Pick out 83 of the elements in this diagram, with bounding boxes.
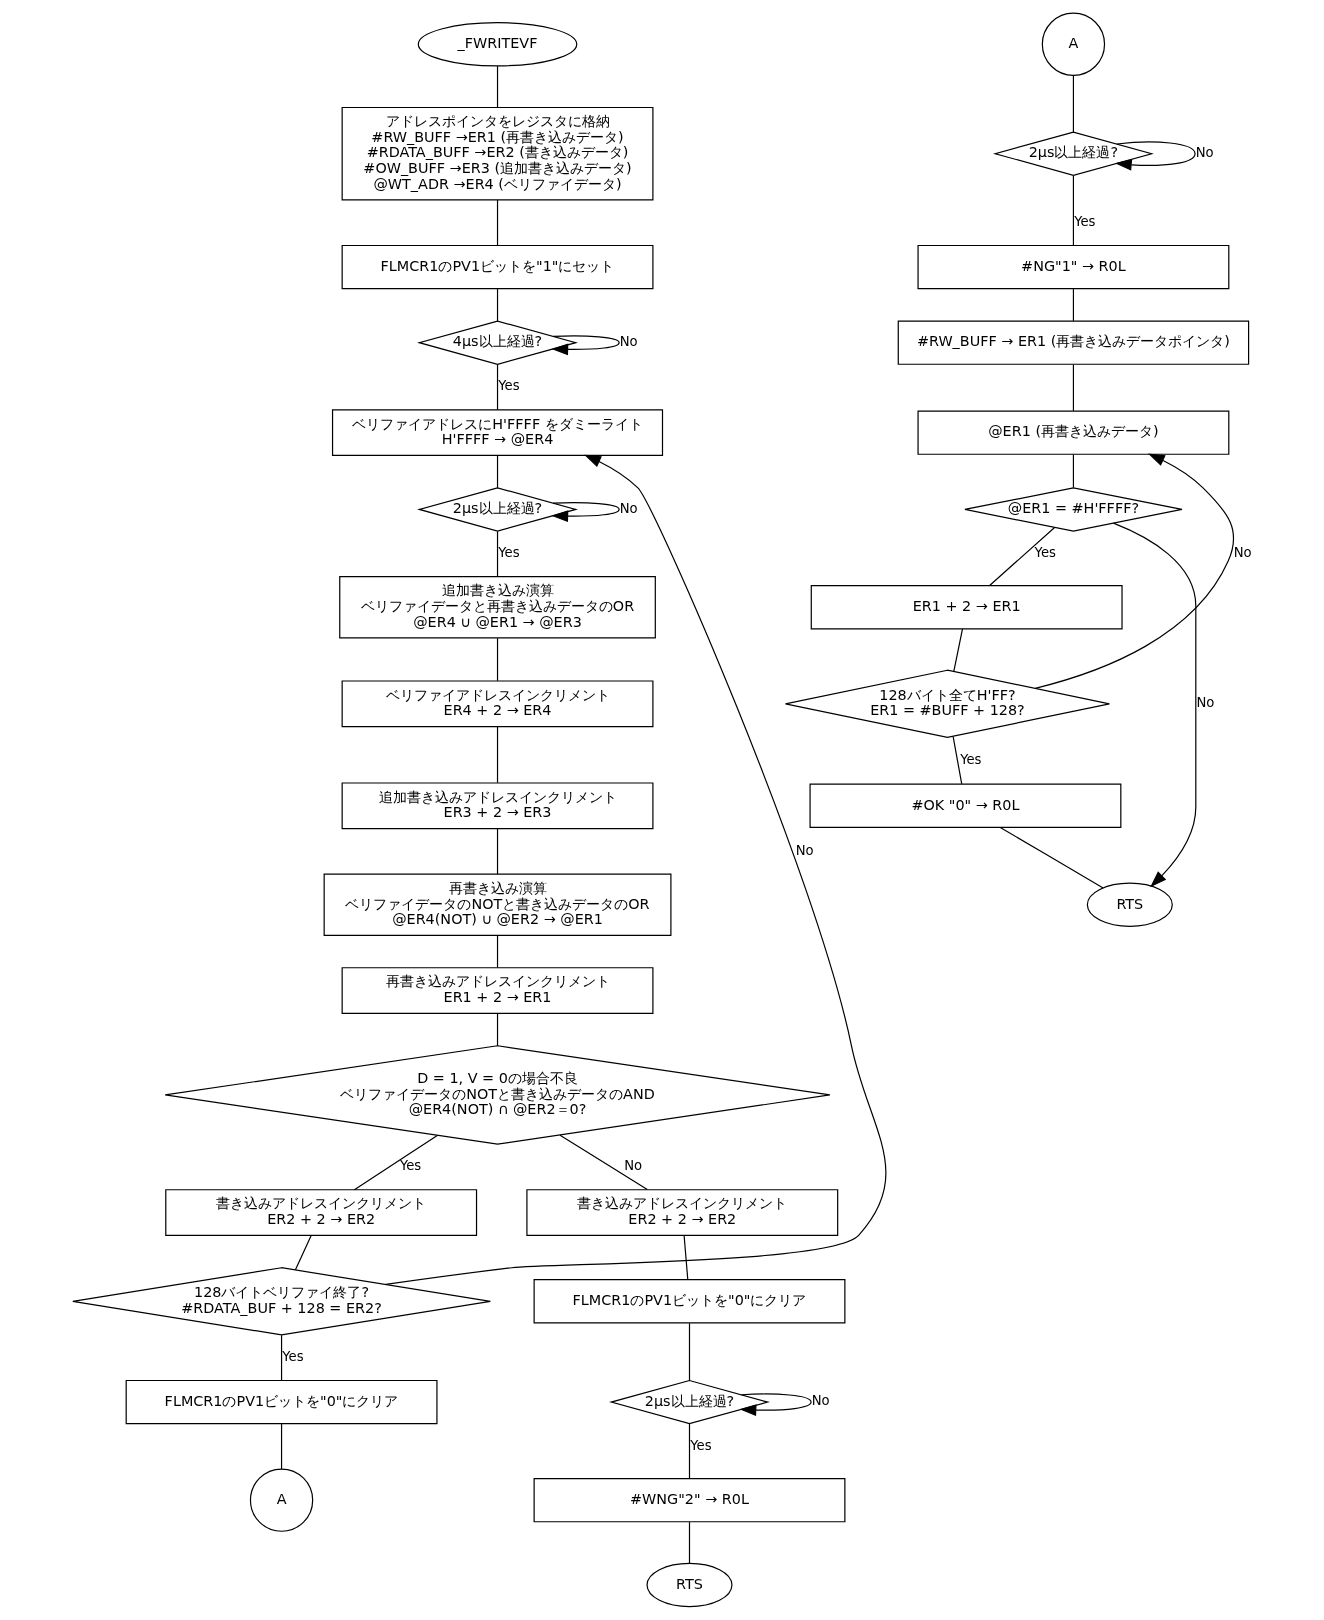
node-diamond: 4μs以上経過? [416,320,578,365]
edge-label: Yes [1034,545,1056,561]
node-box: 書き込みアドレスインクリメント ER2 + 2 → ER2 [525,1189,838,1236]
connector [496,726,498,784]
edge-label: Yes [1073,214,1095,230]
arrow [1034,453,1234,689]
node-diamond: 2μs以上経過? [608,1379,770,1425]
connector [280,1423,282,1470]
node-diamond: D = 1, V = 0の場合不良 ベリファイデータのNOTと書き込みデータのAND @ER4(NOT) ∩ @ER2＝0? [164,1045,830,1145]
node-box: 再書き込みアドレスインクリメント ER1 + 2 → ER1 [341,967,653,1014]
connector [496,199,498,246]
connector [496,288,498,322]
node-diamond: 2μs以上経過? [992,131,1154,176]
arrow [1112,522,1196,888]
arrow [1114,141,1196,171]
edge-label: Yes [399,1158,421,1174]
edge-label: No [1233,545,1252,561]
connector [294,1234,312,1271]
connector [280,1334,282,1381]
node-box: #WNG"2" → R0L [533,1477,845,1523]
arrow [384,454,886,1285]
node-box: 追加書き込みアドレスインクリメント ER3 + 2 → ER3 [341,782,653,830]
edge-label: No [619,500,638,516]
edge-label: Yes [689,1437,712,1453]
arrow [550,335,620,356]
connector [999,826,1104,889]
node-box: ベリファイアドレスにH'FFFF をダミーライト H'FFFF → @ER4 [331,409,663,457]
edge-label: No [619,334,638,350]
edge-label: No [1195,695,1214,711]
connector [688,1423,690,1479]
connector [496,637,498,682]
connector [496,530,498,577]
node-circle: A [1041,12,1105,76]
node-box: @ER1 (再書き込みデータ) [916,410,1229,455]
node-ellipse: _FWRITEVF [417,22,577,67]
connector [496,364,498,411]
connector [496,65,498,108]
node-diamond: 2μs以上経過? [416,487,578,532]
connector [1072,288,1074,322]
node-ellipse: RTS [1086,882,1173,927]
edge-label: No [811,1393,830,1409]
connector [496,828,498,875]
connector [688,1521,690,1564]
node-box: 追加書き込み演算 ベリファイデータと再書き込みデータのOR @ER4 ∪ @ER1 → @ER3 [338,576,656,639]
edge-label: Yes [959,751,981,767]
node-box: 書き込みアドレスインクリメント ER2 + 2 → ER2 [164,1189,477,1236]
node-diamond: 128バイトベリファイ終了? #RDATA_BUF + 128 = ER2? [71,1267,491,1336]
connector [496,455,498,489]
node-box: #RW_BUFF → ER1 (再書き込みデータポインタ) [897,320,1249,365]
connector [1072,453,1074,489]
node-box: アドレスポインタをレジスタに格納 #RW_BUFF →ER1 (再書き込みデータ) #RDATA_BUFF →ER2 (書き込みデータ) #OW_BUFF →ER3 (追加書き込みデータ) @WT_ADR →ER4 (ベリファイデータ) [341,106,653,201]
arrow [739,1393,812,1416]
node-box: #OK "0" → R0L [809,783,1121,828]
node-box: 再書き込み演算 ベリファイデータのNOTと書き込みデータのOR @ER4(NOT) ∪ @ER2 → @ER1 [323,873,671,936]
edge-label: No [795,842,814,858]
connector [988,527,1055,587]
connector [496,935,498,969]
node-diamond: @ER1 = #H'FFFF? [963,487,1183,532]
connector [1072,175,1074,247]
connector [952,735,962,785]
connector [683,1234,688,1280]
node-box: #NG"1" → R0L [916,244,1229,290]
edge-label: No [1195,145,1214,161]
connector [353,1134,438,1191]
node-box: ER1 + 2 → ER1 [810,585,1123,630]
connector [1072,74,1074,133]
connector [952,628,963,673]
connector [1072,364,1074,412]
edge-label: Yes [497,545,520,561]
node-box: FLMCR1のPV1ビットを"0"にクリア [533,1279,845,1324]
arrow [550,502,620,523]
node-box: FLMCR1のPV1ビットを"0"にクリア [125,1379,438,1425]
node-box: FLMCR1のPV1ビットを"1"にセット [341,244,653,290]
node-box: ベリファイアドレスインクリメント ER4 + 2 → ER4 [341,680,653,728]
node-diamond: 128バイト全てH'FF? ER1 = #BUFF + 128? [784,669,1110,739]
connector [688,1322,690,1381]
edge-label: Yes [281,1349,304,1365]
edge-label: No [623,1158,642,1174]
edge-label: Yes [497,378,520,394]
connector [559,1134,648,1191]
node-circle: A [249,1468,313,1532]
node-ellipse: RTS [645,1562,733,1608]
connector [496,1012,498,1047]
